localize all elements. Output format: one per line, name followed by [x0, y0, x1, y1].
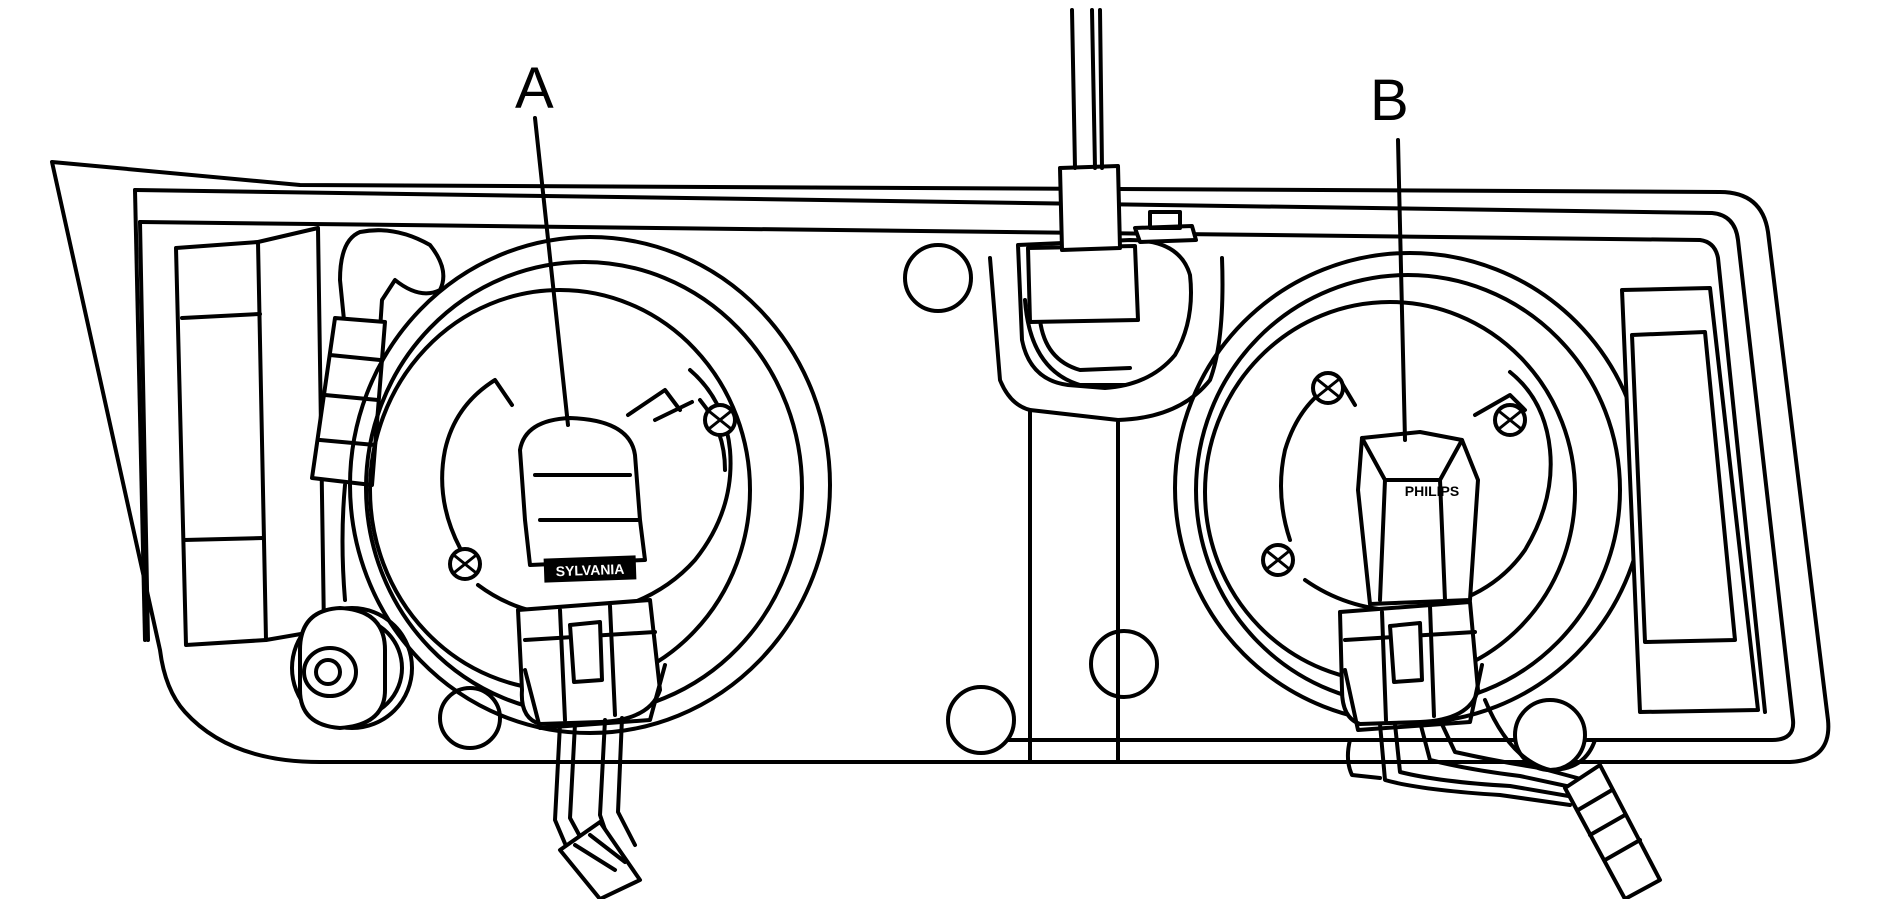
- screw-icon: [703, 403, 737, 437]
- callout-b-leader: [1396, 138, 1407, 442]
- aim-adjuster: [290, 606, 502, 750]
- right-side-panel: [1620, 286, 1760, 714]
- screw-icon: [1311, 371, 1345, 405]
- bulb-brand-right: PHILIPS: [1405, 483, 1459, 499]
- right-headlamp-socket: PHILIPS: [1173, 251, 1662, 899]
- screw-icon: [1493, 403, 1527, 437]
- screw-icon: [1261, 543, 1295, 577]
- screw-icon: [448, 547, 482, 581]
- left-wire-loom: [310, 228, 446, 602]
- left-headlamp-socket: SYLVANIA: [348, 235, 832, 899]
- bulb-brand-left: SYLVANIA: [555, 561, 624, 579]
- center-mount: [903, 8, 1225, 762]
- callout-a-leader: [533, 116, 570, 427]
- callout-label-b: B: [1370, 68, 1409, 133]
- callout-label-a: A: [515, 56, 554, 121]
- bulb-brand-plate-left: [543, 555, 637, 583]
